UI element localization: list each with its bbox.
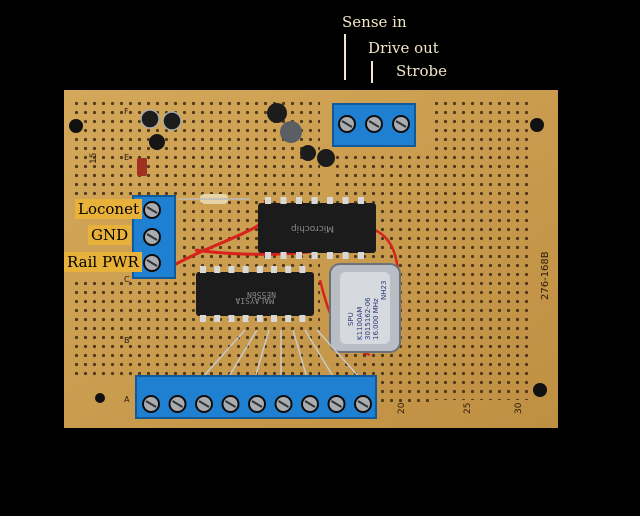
transistor-1 (300, 145, 316, 161)
capacitor-2 (162, 111, 182, 131)
mount-hole-br (533, 383, 547, 397)
bottom-terminal-screw-slot (330, 400, 343, 408)
capacitor-3 (149, 134, 165, 150)
crystal-face (340, 272, 390, 344)
crystal-line-3: 3015162-06 (364, 297, 372, 340)
bottom-terminal-screw-slot (277, 400, 290, 408)
mount-hole-bl (95, 393, 105, 403)
crystal-markings: SPU K1100AM 3015162-06 16.000 MHz NH23 (347, 281, 388, 340)
capacitor-5 (280, 121, 302, 143)
upper-ic-pin (342, 197, 349, 204)
crystal-line-1: SPU (347, 312, 355, 326)
bottom-terminal-screw-slot (304, 400, 316, 408)
bottom-terminal-screw-slot (145, 400, 157, 408)
row-letter: C (124, 275, 130, 284)
component-lead (201, 329, 246, 379)
lower-ic-pin (299, 315, 306, 322)
component-lead (292, 329, 308, 379)
upper-ic-pin (358, 197, 364, 204)
row-letter: A (124, 395, 130, 404)
hole-grid-bottom-left (70, 280, 180, 380)
upper-ic-pin (311, 252, 318, 259)
diode-body (137, 158, 147, 176)
left-terminal-screw-slot (146, 233, 158, 241)
row-letter: B (124, 336, 130, 345)
upper-ic-pin (280, 252, 287, 259)
lower-ic-pin (256, 266, 263, 273)
sense-in-lead (344, 34, 346, 80)
lower-ic-pin (271, 315, 277, 322)
upper-ic-pin (311, 197, 318, 204)
upper-ic-marking: Microchip (291, 223, 334, 233)
sense-in-callout: Sense in (342, 13, 407, 31)
upper-ic-pin (296, 252, 302, 259)
lower-ic-pin (271, 266, 277, 273)
upper-ic-pin (280, 197, 287, 204)
crystal-line-4: 16.000 MHz (372, 298, 380, 340)
lower-ic-pin (285, 315, 292, 322)
lower-ic-pin (214, 315, 221, 322)
capacitor-4 (267, 103, 287, 123)
bottom-terminal-screw-slot (198, 400, 210, 408)
rail-pwr-label: Rail PWR (64, 252, 142, 272)
top-terminal-screw-slot (341, 120, 353, 128)
upper-ic-pin (327, 197, 333, 204)
lower-ic-marking-1: NE556N (247, 290, 276, 299)
crystal-line-2: K1100AM (356, 307, 364, 340)
bottom-terminal-screw-slot (171, 400, 184, 408)
lower-ic-pin (299, 266, 306, 273)
drive-out-lead (371, 61, 373, 83)
lower-ic-pin (228, 315, 235, 322)
lower-ic-pin (242, 315, 249, 322)
upper-ic-body (258, 203, 376, 253)
bottom-terminal-screw-slot (224, 400, 237, 408)
transistor-2 (317, 149, 335, 167)
loconet-label: Loconet (75, 199, 142, 219)
drive-out-callout: Drive out (368, 39, 439, 57)
column-number: 30 (514, 402, 524, 414)
column-number: 15 (89, 153, 99, 164)
upper-ic-pin (342, 252, 349, 259)
crystal-line-5: NH23 (380, 281, 388, 300)
upper-ic-pin (358, 252, 364, 259)
capacitor-1 (140, 109, 160, 129)
mount-hole-tl (69, 119, 83, 133)
hole-grid-right (430, 100, 530, 400)
lower-ic-pin (214, 266, 221, 273)
upper-ic-pin (327, 252, 333, 259)
mount-hole-tr (530, 118, 544, 132)
part-number-label: 276-168B (540, 251, 551, 300)
bottom-terminal-screw-slot (357, 400, 369, 408)
lower-ic-marking-2: MALAYSIA (235, 296, 274, 305)
upper-ic-pin (296, 197, 302, 204)
component-lead (254, 329, 270, 379)
lower-ic-pin (228, 266, 235, 273)
lower-ic-pin (285, 266, 292, 273)
top-terminal-screw-slot (395, 120, 407, 128)
row-letter: E (124, 153, 129, 162)
bottom-terminal-screw-slot (251, 400, 263, 408)
lower-ic-pin (200, 315, 206, 322)
upper-ic-pin (265, 252, 271, 259)
component-lead (304, 329, 335, 379)
lower-ic-pin (200, 266, 206, 273)
lower-ic-body (196, 272, 314, 316)
top-terminal-screw-slot (368, 120, 380, 128)
component-lead (316, 329, 361, 379)
component-lead (227, 329, 258, 379)
column-number: 25 (463, 403, 473, 414)
gnd-label: GND (88, 225, 132, 245)
left-terminal-screw-slot (146, 206, 158, 214)
upper-ic-pin (265, 197, 271, 204)
strobe-callout: Strobe (396, 62, 447, 80)
lower-ic-pin (256, 315, 263, 322)
lower-ic-pin (242, 266, 249, 273)
left-terminal-screw-slot (146, 259, 158, 267)
column-number: 20 (397, 402, 407, 414)
row-letter: F (124, 107, 129, 116)
